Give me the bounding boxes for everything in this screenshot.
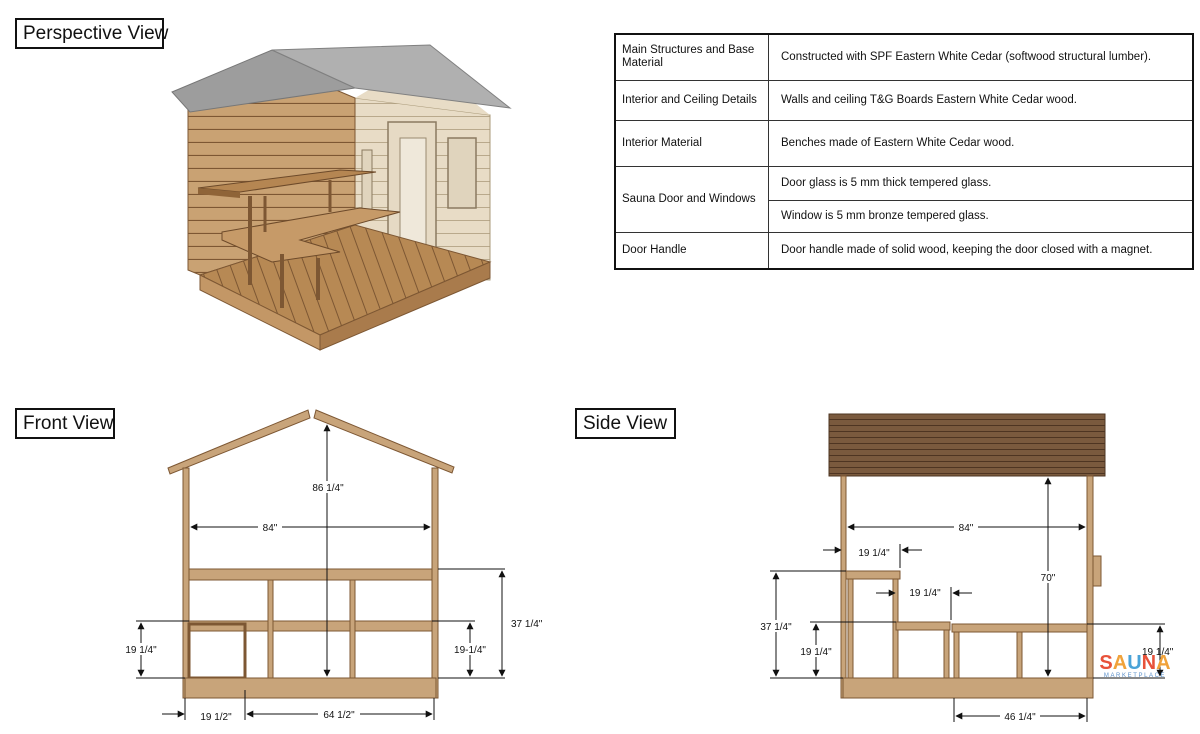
logo-letter: A (1112, 652, 1128, 674)
floor-front (199, 274, 321, 351)
side-upper-bench-leg (892, 578, 899, 679)
spec-detail: Door handle made of solid wood, keeping … (768, 231, 1194, 270)
spec-category: Interior and Ceiling Details (614, 79, 769, 121)
perspective-view-label: Perspective View (15, 18, 168, 49)
front-height-label: 86 1/4" (312, 483, 344, 494)
spec-category: Interior Material (614, 119, 769, 167)
spec-category: Sauna Door and Windows (614, 165, 769, 233)
front-bench-width-label: 64 1/2" (323, 710, 355, 721)
side-mid-bench-leg (943, 629, 950, 679)
front-step-width-label: 19 1/2" (200, 712, 232, 723)
right-gable (355, 60, 490, 115)
upper-bench (197, 169, 377, 193)
logo-letter: U (1127, 652, 1142, 674)
spec-row: Window is 5 mm bronze tempered glass. (615, 199, 1194, 233)
front-right-post (431, 467, 439, 699)
side-mid-bench (895, 621, 951, 631)
side-upper-bench-leg (847, 578, 854, 679)
spec-row: Interior Material Benches made of Easter… (614, 119, 1194, 167)
side-door-handle (1092, 555, 1102, 587)
logo-letter: N (1141, 652, 1157, 674)
spec-row: Interior and Ceiling Details Walls and c… (614, 79, 1194, 121)
side-dimensions (770, 477, 1165, 722)
door-glass (399, 137, 427, 267)
side-right-post (1086, 475, 1094, 699)
front-structure (167, 409, 455, 699)
spec-category: Door Handle (614, 231, 769, 270)
side-lower-bench (951, 623, 1088, 633)
side-upper-bench (845, 570, 901, 580)
front-view-label: Front View (15, 408, 115, 439)
logo-letter: A (1156, 652, 1171, 674)
sauna-marketplace-logo: SAUNA MARKETPLACE (1094, 653, 1176, 680)
front-lower-bench-left-label: 19 1/4" (125, 645, 157, 656)
floor (198, 224, 492, 336)
window (447, 137, 477, 209)
front-floor (184, 677, 437, 699)
side-upper-bench-height-label: 37 1/4" (760, 622, 792, 633)
side-lower-bench-depth-label: 19 1/4" (909, 588, 941, 599)
spec-detail: Walls and ceiling T&G Boards Eastern Whi… (768, 79, 1194, 121)
spec-detail: Window is 5 mm bronze tempered glass. (768, 199, 1194, 233)
spec-row: Main Structures and Base Material Constr… (614, 33, 1194, 81)
spec-detail: Door glass is 5 mm thick tempered glass. (768, 165, 1194, 201)
door (387, 121, 437, 283)
front-bench-leg (267, 579, 274, 679)
spec-detail: Benches made of Eastern White Cedar wood… (768, 119, 1194, 167)
front-left-post (182, 467, 190, 699)
left-window (361, 149, 373, 211)
front-roof-right (313, 409, 455, 474)
right-wall (354, 97, 491, 281)
spec-row: Door Handle Door handle made of solid wo… (614, 231, 1194, 270)
front-lower-bench-right-label: 19-1/4" (454, 645, 486, 656)
side-lower-bench-leg (1016, 631, 1023, 679)
side-lower-bench-leg (953, 631, 960, 679)
front-dimensions (136, 424, 506, 720)
floor-side (319, 261, 491, 351)
front-bench-height-label: 37 1/4" (511, 619, 543, 630)
logo-word: SAUNA (1094, 653, 1176, 673)
side-lower-bench-height-left-label: 19 1/4" (800, 647, 832, 658)
front-dimension-labels: 86 1/4" 84" 37 1/4" 19-1/4" 19 1/4" 19 1… (121, 481, 543, 723)
spec-row: Sauna Door and Windows Door glass is 5 m… (614, 165, 1194, 233)
left-wall (187, 61, 356, 276)
logo-tagline: MARKETPLACE (1103, 673, 1167, 679)
roof (171, 49, 357, 113)
side-roof (828, 413, 1106, 477)
side-view-label: Side View (575, 408, 676, 439)
spec-detail: Constructed with SPF Eastern White Cedar… (768, 33, 1194, 81)
upper-bench-front (198, 188, 240, 198)
perspective-sauna (171, 44, 512, 351)
front-bench-leg (349, 579, 356, 679)
roof-right (271, 44, 512, 109)
spec-table: Main Structures and Base Material Constr… (614, 33, 1194, 270)
front-roof-left (167, 409, 311, 475)
spec-category: Main Structures and Base Material (614, 33, 769, 81)
front-step (187, 622, 247, 680)
front-upper-bench (188, 568, 433, 581)
side-structure (828, 413, 1106, 699)
side-wall-height-label: 70" (1041, 573, 1056, 584)
side-width-label: 84" (959, 523, 974, 534)
side-dimension-labels: 84" 70" 19 1/4" 19 1/4" 37 1/4" 19 1/4" … (756, 521, 1174, 723)
lower-bench (221, 207, 401, 263)
side-floor (842, 677, 1094, 699)
logo-letter: S (1099, 652, 1113, 674)
front-lower-bench (188, 620, 433, 632)
side-lower-bench-length-label: 46 1/4" (1004, 712, 1036, 723)
side-top-bench-depth-label: 19 1/4" (858, 548, 890, 559)
front-width-label: 84" (263, 523, 278, 534)
side-left-post (840, 475, 847, 699)
